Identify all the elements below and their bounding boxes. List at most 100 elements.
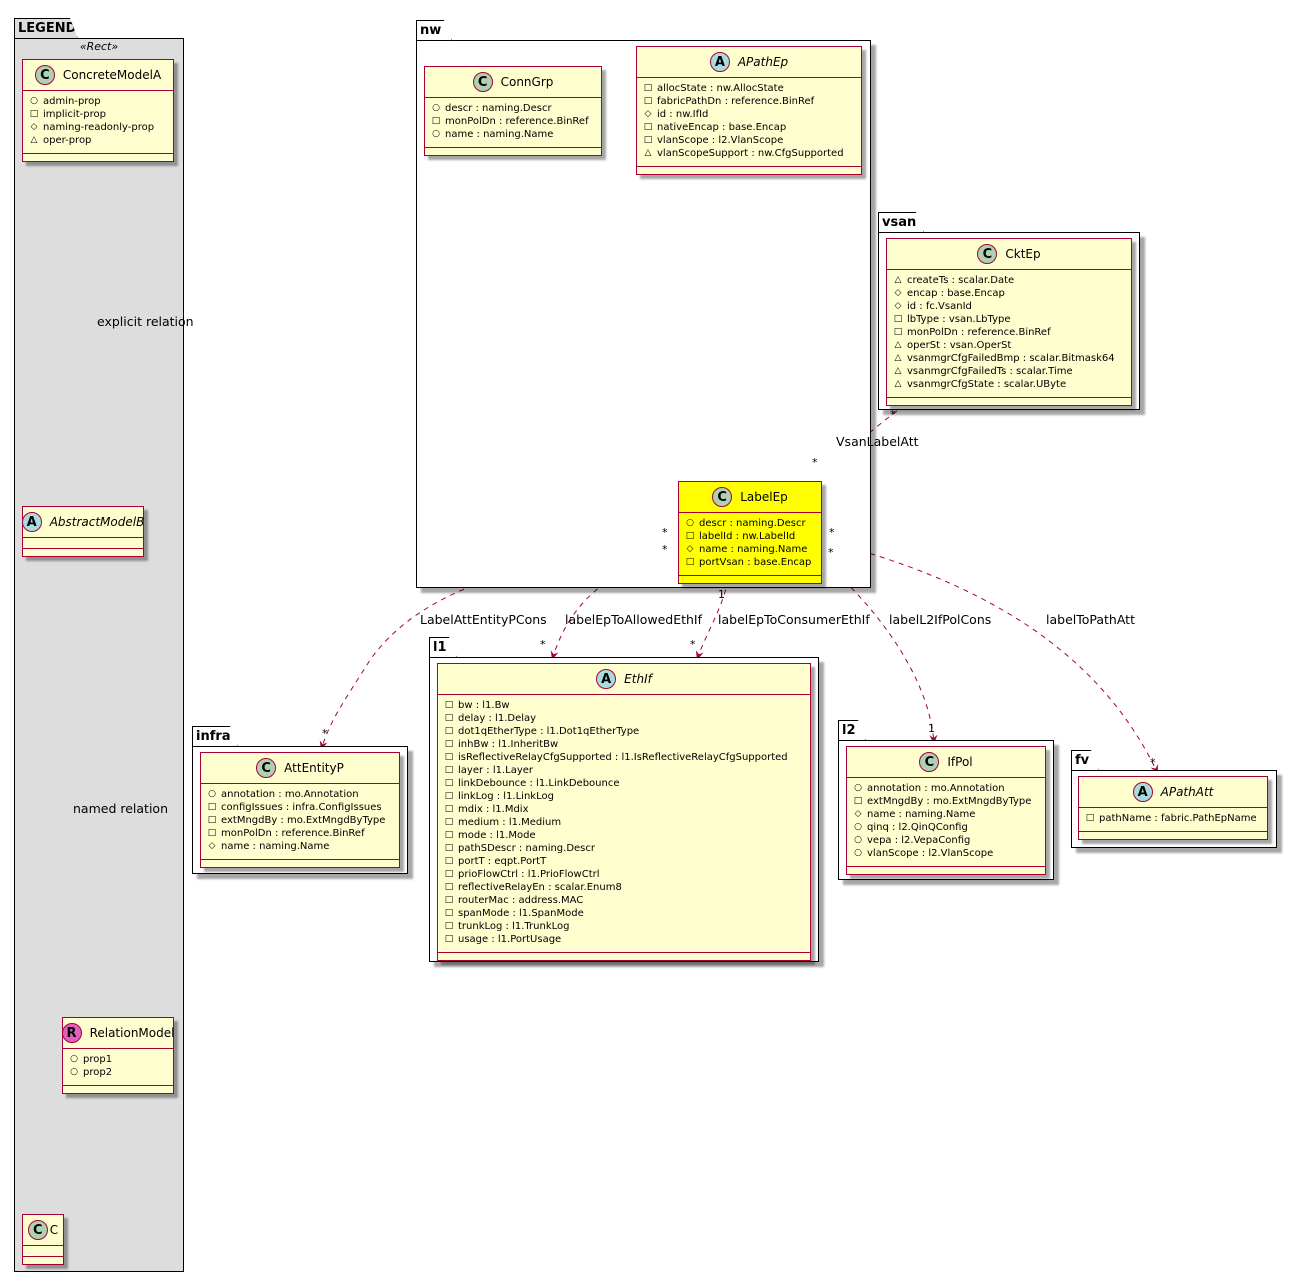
property-row: □portT : eqpt.PortT: [444, 855, 804, 868]
visibility-icon: ◇: [894, 301, 902, 311]
class-abstractmodelb[interactable]: A AbstractModelB: [21, 506, 144, 557]
property-text: vsanmgrCfgState : scalar.UByte: [907, 379, 1067, 390]
property-text: vlanScope : l2.VlanScope: [867, 848, 994, 859]
property-row: □routerMac : address.MAC: [444, 894, 804, 907]
visibility-icon: □: [685, 531, 695, 541]
abstract-class-icon: A: [709, 52, 730, 72]
concrete-class-icon: C: [27, 1220, 48, 1240]
property-row: □trunkLog : l1.TrunkLog: [444, 920, 804, 933]
relation-labeleptoconsumerethif: [695, 579, 729, 661]
multiplicity-labeleptoallowedethif-src: *: [662, 543, 668, 556]
property-row: ○ prop2: [69, 1066, 167, 1079]
property-row: ○prop1: [69, 1053, 167, 1066]
class-attentityp[interactable]: C AttEntityP ○annotation : mo.Annotation…: [200, 752, 400, 868]
property-text: nativeEncap : base.Encap: [657, 122, 787, 133]
property-text: id : fc.VsanId: [907, 301, 972, 312]
property-row: □medium : l1.Medium: [444, 816, 804, 829]
visibility-icon: ○: [70, 1054, 78, 1064]
nw-package-title: nw: [420, 23, 442, 38]
abstract-class-icon: A: [1132, 782, 1153, 802]
class-ethif[interactable]: A EthIf □bw : l1.Bw□delay : l1.Delay□dot…: [437, 663, 811, 961]
property-row: □usage : l1.PortUsage: [444, 933, 804, 946]
property-row: ◇id : nw.IfId: [643, 108, 855, 121]
property-row: ◇name : naming.Name: [853, 808, 1039, 821]
class-cktep[interactable]: C CktEp △createTs : scalar.Date◇encap : …: [886, 238, 1132, 406]
class-apathatt[interactable]: A APathAtt □pathName : fabric.PathEpName: [1078, 776, 1268, 840]
visibility-icon: □: [444, 752, 454, 762]
property-text: isReflectiveRelayCfgSupported : l1.IsRef…: [458, 752, 788, 763]
visibility-icon: □: [893, 327, 903, 337]
visibility-icon: □: [431, 116, 441, 126]
visibility-icon: ◇: [854, 809, 862, 819]
property-row: □nativeEncap : base.Encap: [643, 121, 855, 134]
relation-labeltopathatt: [821, 539, 1159, 775]
visibility-icon: □: [444, 856, 454, 866]
property-list: ○admin-prop□implicit-prop◇naming-readonl…: [23, 91, 173, 154]
property-row: □ isReflectiveRelayCfgSupported : l1.IsRe…: [444, 751, 804, 764]
property-row: ○qinq : l2.QinQConfig: [853, 821, 1039, 834]
property-text: mdix : l1.Mdix: [458, 804, 529, 815]
visibility-icon: ◇: [644, 109, 652, 119]
property-text: linkLog : l1.LinkLog: [458, 791, 554, 802]
visibility-icon: □: [444, 869, 454, 879]
class-name: ConnGrp: [500, 75, 554, 89]
property-text: vlanScope : l2.VlanScope: [657, 135, 784, 146]
legend-package-title: LEGEND: [18, 21, 77, 36]
property-row: ○vlanScope : l2.VlanScope: [853, 847, 1039, 860]
property-list: △createTs : scalar.Date◇encap : base.Enc…: [887, 270, 1131, 398]
property-row: □prioFlowCtrl : l1.PrioFlowCtrl: [444, 868, 804, 881]
property-text: extMngdBy : mo.ExtMngdByType: [221, 815, 386, 826]
property-text: vsanmgrCfgFailedTs : scalar.Time: [907, 366, 1073, 377]
visibility-icon: ○: [432, 129, 440, 139]
property-text: bw : l1.Bw: [458, 700, 510, 711]
visibility-icon: ○: [686, 518, 694, 528]
property-row: □extMngdBy : mo.ExtMngdByType: [853, 795, 1039, 808]
property-row: ◇naming-readonly-prop: [29, 121, 167, 134]
property-row: □configIssues : infra.ConfigIssues: [207, 801, 393, 814]
visibility-icon: □: [444, 817, 454, 827]
class-name: RelationModel: [89, 1026, 175, 1040]
class-c[interactable]: C C: [22, 1214, 64, 1265]
property-row: ○annotation : mo.Annotation: [207, 788, 393, 801]
class-relationmodel[interactable]: R RelationModel ○prop1○prop2: [61, 1017, 175, 1094]
visibility-icon: □: [207, 815, 217, 825]
class-name: LabelEp: [740, 490, 788, 504]
class-name: C: [49, 1223, 59, 1237]
property-text: prop2: [83, 1067, 113, 1078]
property-text: usage : l1.PortUsage: [458, 934, 562, 945]
l1-package-tab: l1: [429, 637, 457, 658]
visibility-icon: ◇: [30, 122, 38, 132]
class-ifpol[interactable]: C IfPol ○annotation : mo.Annotation□extM…: [846, 746, 1046, 875]
property-text: descr : naming.Descr: [699, 518, 806, 529]
property-row: ◇name : naming.Name: [207, 840, 393, 853]
property-text: labelId : nw.LabelId: [699, 531, 796, 542]
property-row: ○annotation : mo.Annotation: [853, 782, 1039, 795]
relation-label-vsanlabelatt: VsanLabelAtt: [836, 434, 919, 449]
property-row: □ vlanScope : l2.VlanScope: [643, 134, 855, 147]
property-text: vsanmgrCfgFailedBmp : scalar.Bitmask64: [907, 353, 1115, 364]
class-labelep[interactable]: C LabelEp ○descr : naming.Descr□labelId …: [678, 481, 822, 584]
property-row: □fabricPathDn : reference.BinRef: [643, 95, 855, 108]
visibility-icon: ○: [854, 783, 862, 793]
visibility-icon: □: [643, 135, 653, 145]
property-text: trunkLog : l1.TrunkLog: [458, 921, 570, 932]
class-apathep[interactable]: A APathEp □allocState : nw.AllocState□fa…: [636, 46, 862, 175]
visibility-icon: □: [444, 882, 454, 892]
visibility-icon: □: [444, 765, 454, 775]
class-concretemodela[interactable]: C ConcreteModelA ○admin-prop□implicit-pr…: [22, 59, 174, 162]
property-row: △vsanmgrCfgFailedTs : scalar.Time: [893, 365, 1125, 378]
property-row: □mode : l1.Mode: [444, 829, 804, 842]
property-list: □pathName : fabric.PathEpName: [1079, 808, 1267, 832]
visibility-icon: △: [894, 379, 902, 389]
property-row: □ extMngdBy : mo.ExtMngdByType: [207, 814, 393, 827]
property-row: △ vsanmgrCfgState : scalar.UByte: [893, 378, 1125, 391]
multiplicity-labell2ifpolcons-src: *: [828, 546, 834, 559]
visibility-icon: □: [207, 802, 217, 812]
visibility-icon: ○: [70, 1067, 78, 1077]
relation-label-labelattentitypcons: LabelAttEntityPCons: [420, 612, 547, 627]
class-conngrp[interactable]: C ConnGrp ○descr : naming.Descr□monPolDn…: [424, 66, 602, 156]
property-list: ○annotation : mo.Annotation□extMngdBy : …: [847, 778, 1045, 867]
property-row: ○name : naming.Name: [431, 128, 595, 141]
class-name: IfPol: [947, 755, 973, 769]
visibility-icon: △: [894, 275, 902, 285]
